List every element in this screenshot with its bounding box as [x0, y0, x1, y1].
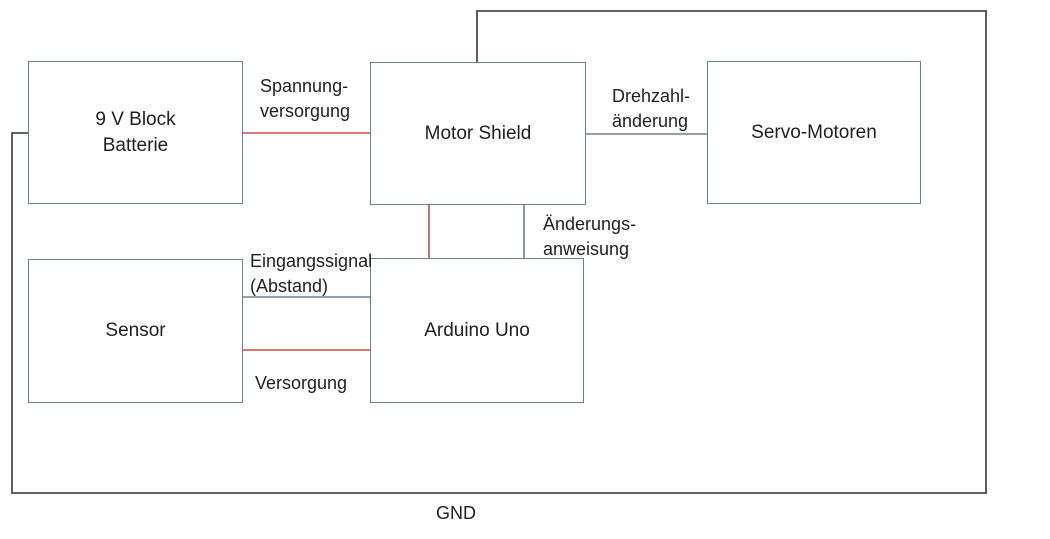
label-line: anweisung	[543, 239, 630, 259]
label-line: änderung	[612, 111, 689, 131]
box-label: Arduino Uno	[424, 319, 530, 341]
box-label: Motor Shield	[424, 122, 532, 144]
box-label: Servo-Motoren	[751, 121, 877, 143]
box-servo-motoren: Servo-Motoren	[707, 61, 921, 204]
label-line: Versorgung	[255, 373, 348, 393]
box-label: 9 V Block	[95, 108, 176, 130]
label-line: (Abstand)	[250, 276, 329, 296]
label-line: Spannung-	[260, 76, 349, 96]
gnd-wire	[11, 10, 987, 494]
box-label: Batterie	[102, 134, 169, 156]
box-motor-shield: Motor Shield	[370, 62, 586, 205]
box-label: Sensor	[105, 320, 166, 341]
label-gnd: GND	[436, 503, 476, 523]
label-line: GND	[436, 503, 476, 523]
box-sensor: Sensor	[28, 259, 243, 403]
label-spannungsversorgung: Spannung- versorgung	[260, 74, 350, 124]
label-aenderungsanweisung: Änderungs- anweisung	[543, 212, 636, 262]
label-line: versorgung	[260, 101, 351, 121]
label-line: Änderungs-	[543, 214, 637, 234]
label-line: Drehzahl-	[612, 86, 691, 106]
box-arduino-uno: Arduino Uno	[370, 258, 584, 403]
label-drehzahlaenderung: Drehzahl- änderung	[612, 84, 690, 134]
label-versorgung: Versorgung	[255, 371, 347, 396]
label-eingangssignal: Eingangssignal (Abstand)	[250, 249, 372, 299]
box-9v-block-batterie: 9 V Block Batterie	[28, 61, 243, 204]
label-line: Eingangssignal	[250, 251, 373, 271]
